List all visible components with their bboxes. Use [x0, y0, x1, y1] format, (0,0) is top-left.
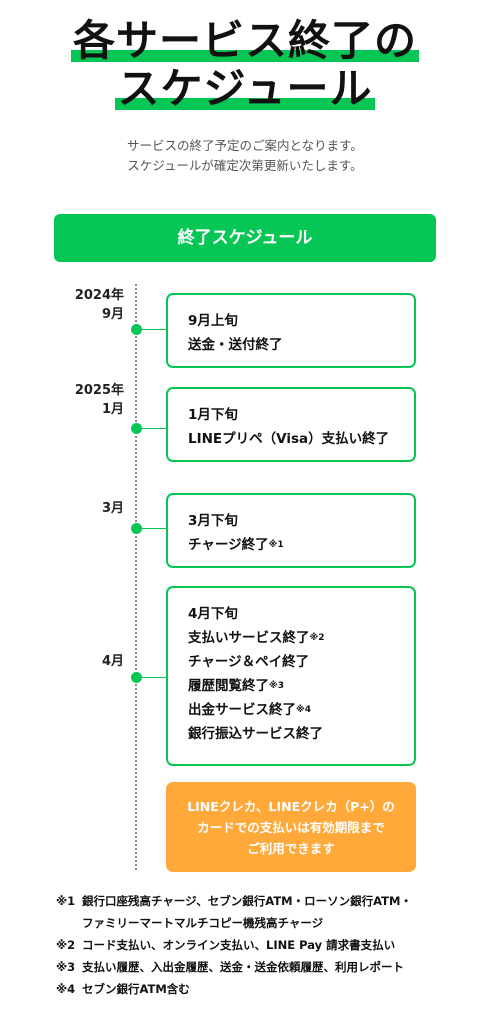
timeline-year: 2024年 — [74, 288, 124, 303]
footnote-text: コード支払い、オンライン支払い、LINE Pay 請求書支払い — [82, 938, 396, 952]
timeline-connector — [136, 329, 166, 330]
card-title: 9月上旬 — [188, 313, 238, 329]
timeline-connector — [136, 528, 166, 529]
footnote-item: ※4 セブン銀行ATM含む — [56, 978, 476, 1000]
card-item: 履歴閲覧終了※3 — [188, 678, 285, 694]
card-item: チャージ終了※1 — [188, 537, 284, 553]
title-line-2: スケジュール — [115, 64, 375, 113]
timeline-month: 4月 — [101, 654, 124, 669]
timeline-connector — [136, 428, 166, 429]
timeline-month: 1月 — [101, 402, 124, 417]
notice-line-3: ご利用できます — [247, 841, 335, 856]
notice-line-2: カードでの支払いは有効期限まで — [197, 820, 385, 835]
footnote-text: 銀行口座残高チャージ、セブン銀行ATM・ローソン銀行ATM・ — [82, 894, 412, 908]
footnote-ref: ※4 — [296, 705, 312, 715]
footnote-ref: ※3 — [269, 681, 285, 691]
card-item: LINEプリペ（Visa）支払い終了 — [188, 431, 390, 447]
subtitle-line-1: サービスの終了予定のご案内となります。 — [127, 138, 363, 153]
footnote-item: ※1 銀行口座残高チャージ、セブン銀行ATM・ローソン銀行ATM・ ファミリーマ… — [56, 890, 476, 934]
schedule-card: 3月下旬 チャージ終了※1 — [166, 493, 416, 568]
footnote-mark: ※1 — [56, 894, 76, 908]
timeline-date: 4月 — [54, 652, 124, 671]
card-title: 3月下旬 — [188, 513, 238, 529]
footnote-item: ※3 支払い履歴、入出金履歴、送金・送金依頼履歴、利用レポート — [56, 956, 476, 978]
card-item: 支払いサービス終了※2 — [188, 630, 325, 646]
schedule-header: 終了スケジュール — [54, 214, 436, 262]
schedule-card: 4月下旬 支払いサービス終了※2 チャージ＆ペイ終了 履歴閲覧終了※3 出金サー… — [166, 586, 416, 766]
timeline-date: 2024年 9月 — [54, 286, 124, 324]
schedule-card: 9月上旬 送金・送付終了 — [166, 293, 416, 368]
timeline-year: 2025年 — [74, 383, 124, 398]
timeline-month: 9月 — [101, 307, 124, 322]
card-title: 4月下旬 — [188, 606, 238, 622]
timeline-line — [135, 284, 137, 870]
notice-line-1: LINEクレカ、LINEクレカ（P+）の — [187, 799, 395, 814]
subtitle: サービスの終了予定のご案内となります。 スケジュールが確定次第更新いたします。 — [0, 136, 490, 176]
footnote-text: セブン銀行ATM含む — [82, 982, 190, 996]
timeline-month: 3月 — [101, 501, 124, 516]
timeline-connector — [136, 677, 166, 678]
card-item: 銀行振込サービス終了 — [188, 726, 323, 742]
footnote-text: 支払い履歴、入出金履歴、送金・送金依頼履歴、利用レポート — [82, 960, 404, 974]
footnote-ref: ※2 — [309, 633, 325, 643]
card-item: チャージ＆ペイ終了 — [188, 654, 310, 670]
footnote-mark: ※2 — [56, 938, 76, 952]
page-title: 各サービス終了の スケジュール — [0, 18, 490, 112]
subtitle-line-2: スケジュールが確定次第更新いたします。 — [127, 158, 363, 173]
footnote-mark: ※4 — [56, 982, 76, 996]
schedule-card: 1月下旬 LINEプリペ（Visa）支払い終了 — [166, 387, 416, 462]
timeline-date: 2025年 1月 — [54, 381, 124, 419]
timeline-date: 3月 — [54, 499, 124, 518]
title-line-1: 各サービス終了の — [70, 16, 419, 65]
credit-card-notice: LINEクレカ、LINEクレカ（P+）の カードでの支払いは有効期限まで ご利用… — [166, 782, 416, 872]
footnote-item: ※2 コード支払い、オンライン支払い、LINE Pay 請求書支払い — [56, 934, 476, 956]
card-title: 1月下旬 — [188, 407, 238, 423]
card-item: 送金・送付終了 — [188, 337, 283, 353]
footnote-mark: ※3 — [56, 960, 76, 974]
card-item: 出金サービス終了※4 — [188, 702, 312, 718]
footnote-ref: ※1 — [268, 540, 284, 550]
footnote-text-cont: ファミリーマートマルチコピー機残高チャージ — [82, 916, 324, 930]
footnotes: ※1 銀行口座残高チャージ、セブン銀行ATM・ローソン銀行ATM・ ファミリーマ… — [56, 890, 476, 1000]
